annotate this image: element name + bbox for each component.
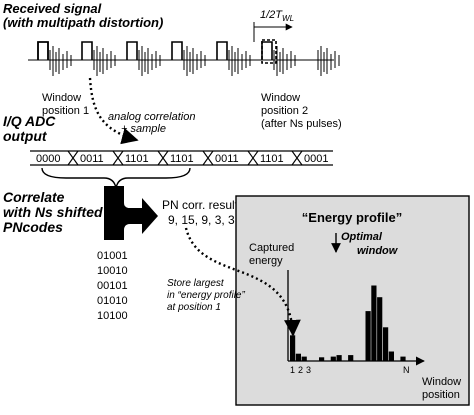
energy-profile-panel	[235, 195, 470, 406]
store-largest-label-3: at position 1	[167, 302, 221, 313]
adc-bus-transition	[157, 150, 169, 166]
store-largest-arrow	[184, 227, 301, 337]
energy-bars	[290, 285, 406, 361]
correlate-subtitle: with Ns shifted	[3, 204, 103, 220]
pn-code-list: 01001 10010 00101 01010 10100	[97, 250, 128, 322]
received-subtitle: (with multipath distortion)	[3, 15, 163, 30]
window1-label-2: position 1	[42, 105, 89, 117]
tick-3: 3	[306, 365, 311, 375]
window-pulse	[216, 41, 228, 60]
energy-bar	[365, 311, 371, 361]
analog-correlation-label: analog correlation	[108, 111, 195, 123]
energy-bar	[377, 297, 383, 361]
pn-code-item: 01010	[97, 295, 128, 307]
energy-bar	[330, 356, 336, 361]
store-largest-label: Store largest	[167, 278, 225, 289]
window-pulse	[81, 41, 93, 60]
optimal-window-label: Optimal	[341, 231, 383, 243]
energy-bar	[400, 356, 406, 361]
store-largest-label-2: in “energy profile”	[167, 290, 245, 301]
adc-code: 1101	[170, 153, 194, 165]
adc-code: 0011	[215, 153, 239, 165]
pn-results-values: 9, 15, 9, 3, 3	[168, 213, 235, 227]
adc-bus-transition	[67, 150, 79, 166]
analog-sample-label: + sample	[121, 123, 166, 135]
correlate-fat-arrow	[104, 186, 158, 240]
window1-label: Window	[42, 92, 81, 104]
adc-code: 0000	[36, 153, 60, 165]
correlate-title: Correlate	[3, 189, 65, 205]
window2-label-2: position 2	[261, 105, 308, 117]
adc-bus-transition	[247, 150, 259, 166]
window-position-2-box	[261, 39, 277, 64]
optimal-window-label-2: window	[357, 245, 399, 257]
pn-code-item: 00101	[97, 280, 128, 292]
pn-code-item: 10100	[97, 310, 128, 322]
energy-bar	[295, 353, 301, 361]
energy-profile-title: “Energy profile”	[302, 210, 402, 225]
adc-code: 0001	[304, 153, 328, 165]
energy-bar	[336, 355, 342, 361]
adc-title: I/Q ADC	[3, 113, 56, 129]
adc-code: 0011	[80, 153, 104, 165]
pn-code-item: 10010	[97, 265, 128, 277]
received-title: Received signal	[3, 1, 102, 16]
energy-bar	[388, 351, 394, 361]
tick-n: N	[403, 365, 410, 375]
received-signal-waveform	[28, 41, 340, 76]
adc-code: 1101	[260, 153, 284, 165]
adc-bus-transition	[291, 150, 303, 166]
energy-bar	[290, 335, 296, 361]
window2-label-3: (after Ns pulses)	[261, 118, 342, 130]
energy-bar	[319, 357, 325, 361]
half-period-label: 1/2TWL	[260, 9, 294, 23]
energy-bar	[348, 355, 354, 361]
energy-bar	[383, 327, 389, 361]
window-pulse	[171, 41, 183, 60]
pn-code-item: 01001	[97, 250, 128, 262]
adc-brace	[41, 167, 191, 189]
energy-bar	[301, 356, 307, 361]
adc-bus-transition	[202, 150, 214, 166]
adc-subtitle: output	[3, 128, 48, 144]
window2-label: Window	[261, 92, 300, 104]
adc-code: 1101	[125, 153, 149, 165]
captured-energy-label: Captured	[249, 242, 294, 254]
window-pulse	[261, 41, 273, 60]
analog-correlation-arrow	[88, 77, 139, 145]
energy-bar	[371, 285, 377, 361]
window-position-1-pulse	[37, 41, 49, 60]
adc-bus	[30, 150, 333, 166]
xaxis-label: Window	[422, 376, 461, 388]
pn-results-label: PN corr. results:	[162, 198, 247, 212]
window-pulse	[37, 41, 49, 60]
window-pulse	[126, 41, 138, 60]
correlate-subtitle-2: PNcodes	[3, 219, 63, 235]
xaxis-label-2: position	[422, 389, 460, 401]
adc-bus-transition	[112, 150, 124, 166]
tick-1: 1	[290, 365, 295, 375]
captured-energy-label-2: energy	[249, 255, 283, 267]
tick-2: 2	[298, 365, 303, 375]
adc-code-cells: 0000 0011 1101 1101 0011 1101 0001	[36, 150, 328, 166]
